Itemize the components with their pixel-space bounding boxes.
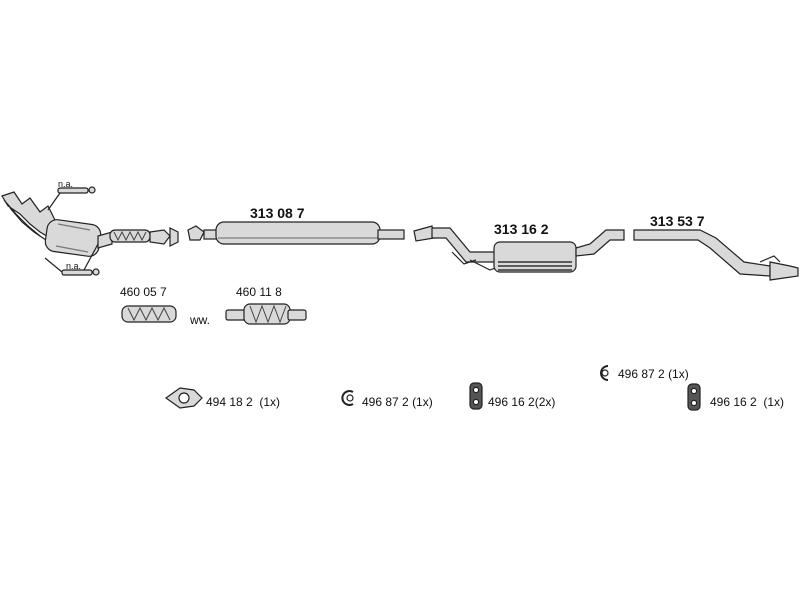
flex-pipe-460-05-7-drawing	[121, 305, 177, 323]
flex-pipe-1-part-number: 460 05 7	[120, 285, 167, 299]
rubber-hanger-icon	[687, 383, 701, 411]
hardware-label-gasket: 494 18 2 (1x)	[206, 396, 280, 408]
front-pipe-part-number: 313 08 7	[250, 205, 305, 221]
hardware-label-hanger-rear: 496 16 2 (1x)	[710, 396, 784, 408]
clamp-ring-icon	[341, 390, 354, 406]
rubber-hanger-icon	[469, 382, 483, 410]
hardware-label-clamp-rear: 496 87 2 (1x)	[618, 368, 689, 380]
hardware-part-number: 494 18 2	[206, 395, 253, 409]
hardware-part-number: 496 16 2	[710, 395, 757, 409]
hardware-quantity: (1x)	[259, 395, 281, 409]
middle-silencer-drawing	[413, 225, 625, 273]
hardware-part-number: 496 16 2	[488, 395, 535, 409]
sensor-note-top: n.a.	[58, 179, 74, 189]
flex-pipe-separator: ww.	[190, 313, 211, 327]
middle-silencer-part-number: 313 16 2	[494, 221, 549, 237]
gasket-icon	[164, 387, 203, 409]
front-pipe-drawing	[187, 221, 405, 245]
hardware-label-clamp: 496 87 2 (1x)	[362, 396, 433, 408]
hardware-part-number: 496 87 2	[362, 395, 409, 409]
flex-pipe-2-part-number: 460 11 8	[236, 285, 282, 299]
hardware-quantity: (1x)	[668, 367, 689, 381]
clamp-ring-icon	[600, 365, 609, 381]
hardware-part-number: 496 87 2	[618, 367, 665, 381]
manifold-catalyst-drawing	[1, 186, 179, 276]
hardware-label-hanger: 496 16 2(2x)	[488, 396, 555, 408]
tail-pipe-drawing	[633, 229, 799, 281]
hardware-quantity: (1x)	[412, 395, 433, 409]
flex-pipe-460-11-8-drawing	[225, 303, 307, 325]
hardware-quantity: (1x)	[763, 395, 785, 409]
hardware-quantity: (2x)	[534, 395, 556, 409]
tail-pipe-part-number: 313 53 7	[650, 213, 705, 229]
sensor-note-bottom: n.a.	[66, 261, 82, 271]
